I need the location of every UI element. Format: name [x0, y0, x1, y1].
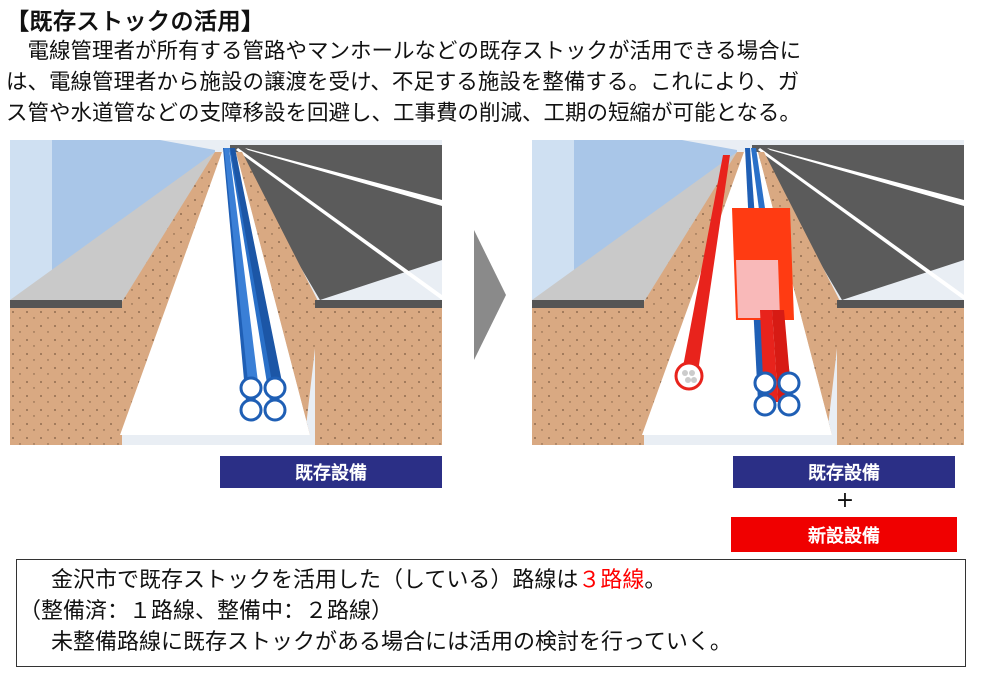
building-facade [10, 140, 52, 310]
intro-line-3: ス管や水道管などの支障移設を回避し、工事費の削減、工期の短縮が可能となる。 [6, 101, 801, 126]
new-facility-label: 新設設備 [731, 517, 957, 552]
soil-block [315, 305, 442, 445]
route-count: ３路線 [578, 568, 645, 593]
soil-block [10, 305, 122, 445]
manhole-opening [736, 260, 780, 318]
section-heading: 【既存ストックの活用】 [6, 9, 265, 35]
summary-line-3: 未整備路線に既存ストックがある場合には活用の検討を行っていく。 [51, 630, 732, 655]
road-line [245, 148, 442, 206]
arrow-right-icon [474, 230, 506, 360]
plus-sign: + [835, 488, 855, 513]
trench-floor [120, 152, 310, 435]
soil-block [532, 305, 644, 445]
existing-conduit [224, 148, 258, 382]
building [10, 140, 215, 300]
intro-line-2: は、電線管理者から施設の譲渡を受け、不足する施設を整備する。これにより、ガ [6, 70, 800, 95]
conduit-ends [753, 371, 801, 417]
intro-line-1: 電線管理者が所有する管路やマンホールなどの既存ストックが活用できる場合に [6, 39, 802, 64]
soil-block [837, 305, 964, 445]
summary-line-2: （整備済：１路線、整備中：２路線） [19, 599, 394, 624]
intro-paragraph: 電線管理者が所有する管路やマンホールなどの既存ストックが活用できる場合に は、電… [6, 36, 978, 129]
new-conduit [682, 155, 730, 372]
existing-facility-label: 既存設備 [220, 456, 442, 488]
building [532, 140, 737, 300]
cable-end [674, 361, 704, 391]
road-line [236, 148, 442, 300]
existing-facility-label: 既存設備 [733, 456, 955, 488]
existing-conduit [230, 148, 282, 382]
conduit-ends [239, 376, 287, 422]
sidewalk [10, 152, 218, 305]
new-facility-illustration [532, 140, 964, 445]
existing-facility-illustration [10, 140, 442, 445]
building-facade [532, 140, 574, 310]
summary-box: 金沢市で既存ストックを活用した（している）路線は３路線。 （整備済：１路線、整備… [16, 559, 966, 667]
trench-wall [236, 152, 320, 435]
summary-line-1: 金沢市で既存ストックを活用した（している）路線は３路線。 [51, 568, 667, 593]
road-line [758, 148, 964, 300]
sidewalk [532, 152, 740, 305]
road-line [767, 148, 964, 206]
